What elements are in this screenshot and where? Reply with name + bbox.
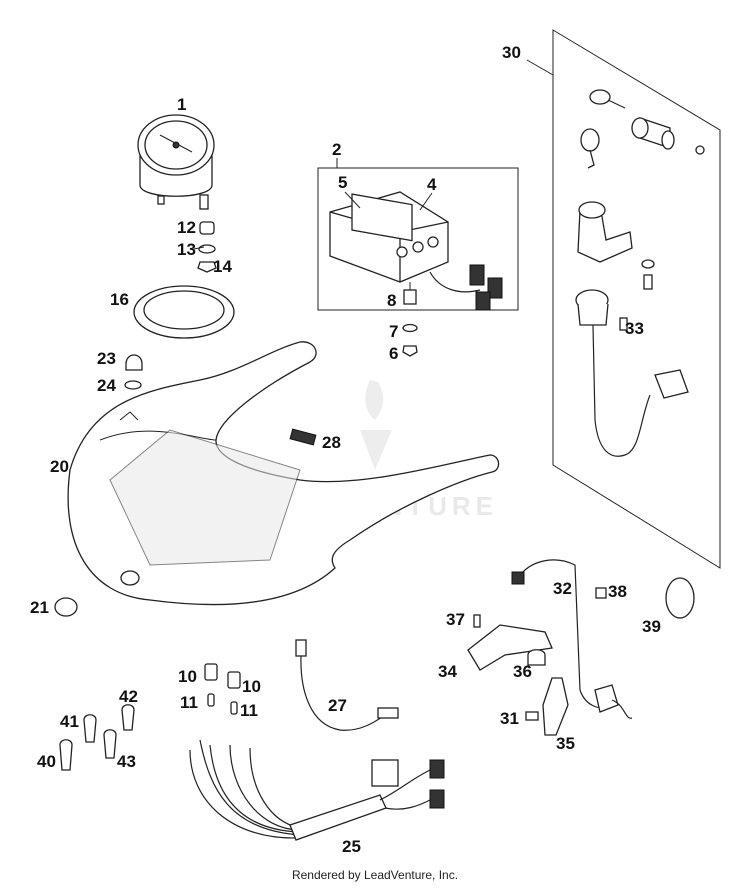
callout-35: 35 <box>556 734 575 753</box>
callout-labels: 1 2 4 5 6 7 8 10 10 11 11 12 13 14 16 20… <box>30 43 661 856</box>
indicator-lamps[interactable] <box>59 704 135 771</box>
rubber-mount[interactable] <box>403 282 417 305</box>
callout-11a: 11 <box>180 693 198 712</box>
spacer-36[interactable] <box>527 649 546 666</box>
steering-lock[interactable] <box>631 117 705 155</box>
callout-30: 30 <box>502 43 521 62</box>
callout-40: 40 <box>37 752 56 771</box>
callout-43: 43 <box>117 752 136 771</box>
callout-39: 39 <box>642 617 661 636</box>
trip-computer[interactable] <box>329 191 449 283</box>
callout-24: 24 <box>97 376 116 395</box>
footer-credit: Rendered by LeadVenture, Inc. <box>291 868 459 882</box>
callout-37: 37 <box>446 610 465 629</box>
cable-27[interactable] <box>295 639 399 731</box>
callout-16: 16 <box>110 290 129 309</box>
callout-6: 6 <box>389 344 398 363</box>
callout-14: 14 <box>213 257 232 276</box>
indicator-lamp-sockets[interactable] <box>204 663 241 715</box>
sealing-ring[interactable] <box>133 285 235 339</box>
screw-37[interactable] <box>473 614 481 628</box>
headlight-mask[interactable] <box>67 341 500 606</box>
callout-11b: 11 <box>240 701 258 720</box>
callout-12: 12 <box>177 218 196 237</box>
speed-sensor-cable[interactable] <box>511 559 633 719</box>
callout-21: 21 <box>30 598 49 617</box>
callout-7: 7 <box>389 322 398 341</box>
callout-42: 42 <box>119 687 138 706</box>
screw-31[interactable] <box>525 711 539 721</box>
wiring-harness[interactable] <box>189 739 445 841</box>
callout-5: 5 <box>338 173 347 192</box>
callout-8: 8 <box>387 291 396 310</box>
callout-33: 33 <box>625 319 644 338</box>
ignition-lock-panel <box>552 29 721 569</box>
washer-7[interactable] <box>402 323 418 333</box>
callout-1: 1 <box>177 95 186 114</box>
callout-31: 31 <box>500 709 519 728</box>
sensor-holder-35[interactable] <box>542 677 569 736</box>
washer-panel[interactable] <box>641 259 655 269</box>
callout-28: 28 <box>322 433 341 452</box>
callout-10b: 10 <box>242 677 261 696</box>
rubber-plug[interactable] <box>54 597 78 617</box>
callout-38: 38 <box>608 582 627 601</box>
callout-27: 27 <box>328 696 347 715</box>
clip-38[interactable] <box>595 587 607 599</box>
callout-36: 36 <box>513 662 532 681</box>
callout-32: 32 <box>553 579 572 598</box>
cable-tie[interactable] <box>665 577 695 619</box>
clip[interactable] <box>289 428 317 446</box>
callout-41: 41 <box>60 712 79 731</box>
callout-25: 25 <box>342 837 361 856</box>
callout-10a: 10 <box>178 667 197 686</box>
sensor-bracket[interactable] <box>467 624 553 671</box>
speedometer[interactable] <box>137 114 215 210</box>
bolt-panel[interactable] <box>643 274 653 290</box>
computer-kit-frame <box>317 167 519 311</box>
cap-nut[interactable] <box>125 354 143 371</box>
nut-6[interactable] <box>402 345 418 357</box>
callout-23: 23 <box>97 349 116 368</box>
callout-2: 2 <box>332 140 341 159</box>
washer-24[interactable] <box>124 380 142 390</box>
ignition-switch[interactable] <box>575 289 689 457</box>
callout-4: 4 <box>427 175 437 194</box>
callout-13: 13 <box>177 240 196 259</box>
callout-20: 20 <box>50 457 69 476</box>
callout-34: 34 <box>438 662 457 681</box>
ignition-switch-housing[interactable] <box>577 201 633 263</box>
computer-wiring-connectors[interactable] <box>429 264 503 311</box>
leader-lines <box>193 59 554 250</box>
ignition-key-set[interactable] <box>580 89 626 169</box>
screw-33[interactable] <box>619 317 628 331</box>
